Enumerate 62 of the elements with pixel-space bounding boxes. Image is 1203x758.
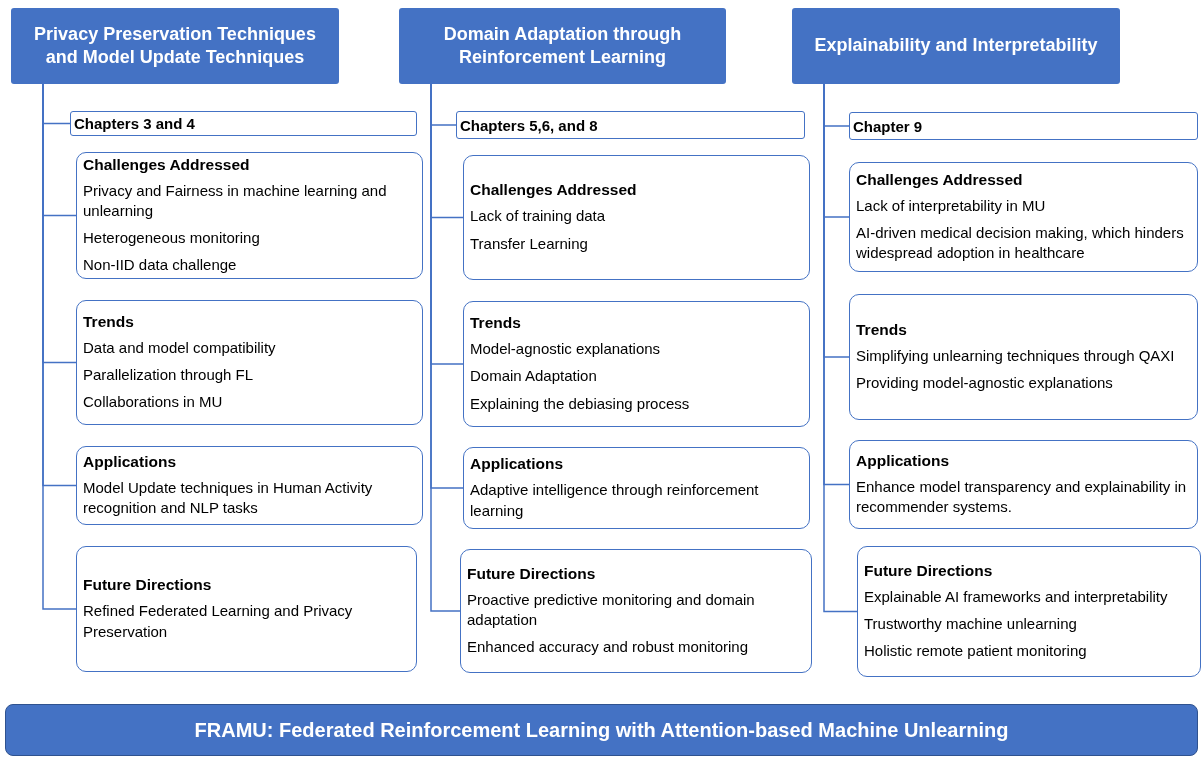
list-item: AI-driven medical decision making, which hinders widespread adoption in healthcare bbox=[856, 222, 1185, 264]
heading-text: Privacy Preservation Techniques and Model Update Techniques bbox=[33, 22, 317, 69]
section-box bbox=[463, 155, 810, 280]
list-item: Lack of interpretability in MU bbox=[856, 195, 1047, 216]
section-box bbox=[76, 546, 417, 672]
heading-text: Chapters 3 and 4 bbox=[74, 115, 196, 132]
list-item: Proactive predictive monitoring and domain adaptation bbox=[467, 589, 756, 630]
section-box bbox=[857, 546, 1201, 677]
list-item: Holistic remote patient monitoring bbox=[864, 641, 1088, 662]
section-heading: Applications bbox=[470, 455, 564, 474]
section-heading: Future Directions bbox=[83, 576, 213, 595]
heading-text: Chapter 9 bbox=[853, 117, 924, 135]
section-heading: Trends bbox=[856, 320, 908, 339]
list-item: Data and model compatibility bbox=[83, 337, 277, 358]
list-item: Lack of training data bbox=[470, 206, 607, 227]
section-box bbox=[849, 294, 1198, 420]
section-heading: Applications bbox=[83, 452, 177, 471]
title-banner bbox=[5, 704, 1198, 756]
list-item: Model Update techniques in Human Activity recognition and NLP tasks bbox=[83, 477, 374, 518]
list-item: Parallelization through FL bbox=[83, 364, 255, 385]
section-heading: Trends bbox=[83, 312, 135, 331]
heading-text: FRAMU: Federated Reinforcement Learning with Attention-based Machine Unlearning bbox=[194, 718, 1009, 742]
list-item: Enhance model transparency and explainability in recommender systems. bbox=[856, 476, 1188, 517]
section-heading: Future Directions bbox=[864, 561, 994, 580]
section-box bbox=[76, 300, 423, 425]
list-item: Explainable AI frameworks and interpretability bbox=[864, 586, 1169, 607]
section-heading: Future Directions bbox=[467, 564, 597, 583]
list-item: Privacy and Fairness in machine learning and unlearning bbox=[83, 180, 388, 221]
section-box bbox=[76, 446, 423, 525]
list-item: Trustworthy machine unlearning bbox=[864, 613, 1078, 634]
column-header bbox=[11, 8, 339, 84]
list-item: Adaptive intelligence through reinforcement learning bbox=[470, 480, 760, 521]
chapter-box bbox=[849, 112, 1198, 140]
list-item: Providing model-agnostic explanations bbox=[856, 373, 1114, 393]
list-item: Heterogeneous monitoring bbox=[83, 228, 261, 248]
section-box bbox=[460, 549, 812, 673]
column-header bbox=[399, 8, 726, 84]
list-item: Collaborations in MU bbox=[83, 392, 224, 413]
list-item: Explaining the debiasing process bbox=[470, 393, 691, 414]
list-item: Transfer Learning bbox=[470, 233, 589, 254]
chapter-box bbox=[70, 111, 417, 136]
heading-text: Domain Adaptation through Reinforcement Learning bbox=[442, 22, 683, 69]
heading-text: Chapters 5,6, and 8 bbox=[460, 116, 599, 134]
heading-text: Explainability and Interpretability bbox=[814, 34, 1098, 58]
list-item: Refined Federated Learning and Privacy Preservation bbox=[83, 601, 354, 642]
section-heading: Applications bbox=[856, 451, 950, 470]
list-item: Simplifying unlearning techniques through QAXI bbox=[856, 345, 1176, 366]
list-item: Domain Adaptation bbox=[470, 366, 598, 387]
section-box bbox=[849, 440, 1198, 529]
list-item: Model-agnostic explanations bbox=[470, 339, 662, 360]
section-box bbox=[463, 301, 810, 427]
section-heading: Challenges Addressed bbox=[856, 170, 1024, 189]
section-heading: Challenges Addressed bbox=[470, 181, 638, 200]
section-box bbox=[849, 162, 1198, 272]
chapter-box bbox=[456, 111, 805, 139]
list-item: Non-IID data challenge bbox=[83, 255, 238, 276]
list-item: Enhanced accuracy and robust monitoring bbox=[467, 637, 749, 658]
section-box bbox=[76, 152, 423, 279]
column-header bbox=[792, 8, 1120, 84]
section-heading: Challenges Addressed bbox=[83, 155, 251, 174]
section-box bbox=[463, 447, 810, 529]
section-heading: Trends bbox=[470, 314, 522, 333]
